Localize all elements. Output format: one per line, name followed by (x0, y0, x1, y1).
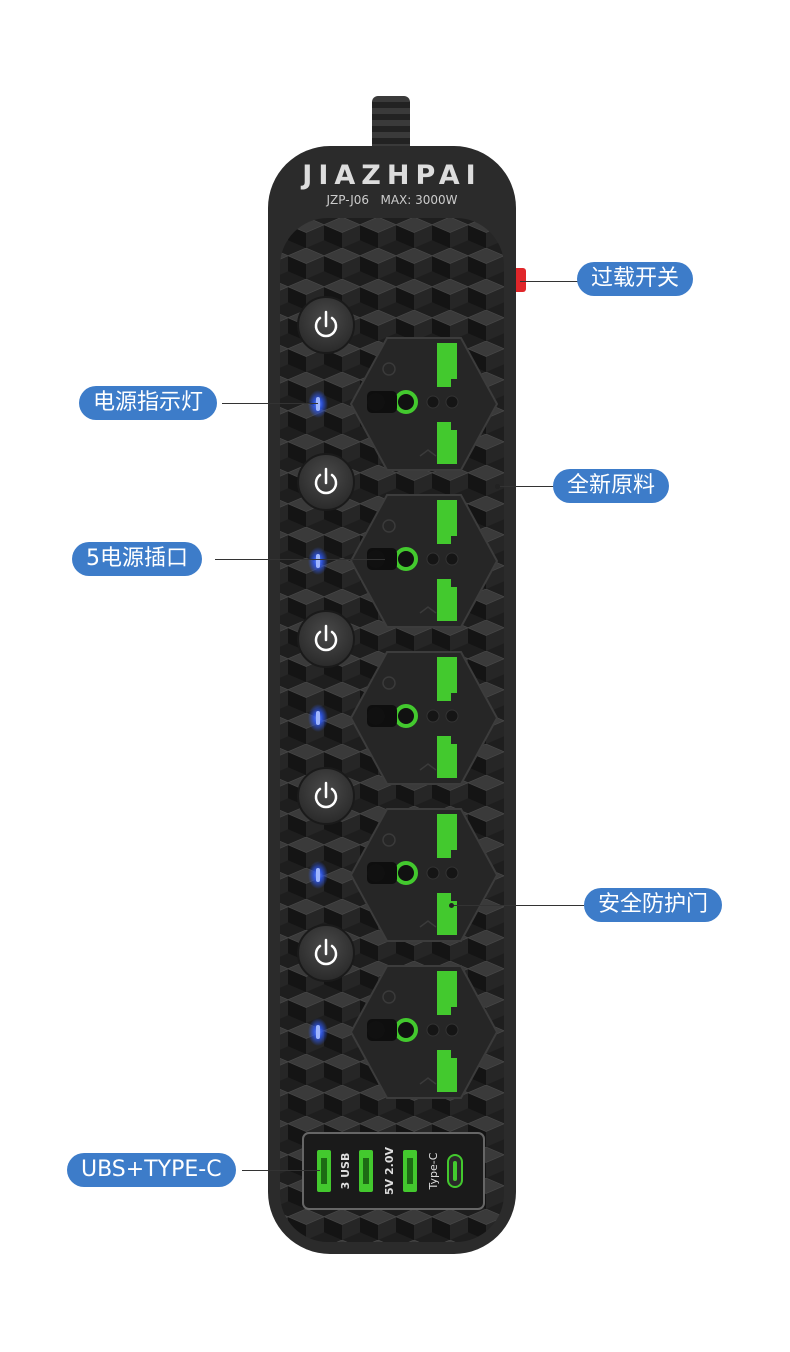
leader-indicator (222, 403, 318, 404)
callout-safety-door: 安全防护门 (584, 888, 723, 922)
socket-face (349, 494, 499, 628)
socket-shutter-bottom (437, 1050, 457, 1092)
socket-round-hole (394, 390, 418, 414)
callout-five-sockets: 5电源插口 (72, 542, 202, 576)
socket-shutter-top (437, 814, 457, 858)
socket-shutter-bottom (437, 736, 457, 778)
callout-power-indicator: 电源指示灯 (79, 386, 218, 420)
leader-usb (242, 1170, 320, 1171)
outlet-unit (297, 296, 499, 471)
outlet-unit (297, 767, 499, 942)
leader-sockets (215, 559, 385, 560)
brand-logo: JIAZHPAI (300, 160, 481, 191)
socket-shutter-bottom (437, 422, 457, 464)
led-indicator (316, 554, 320, 568)
callout-usb-typec: UBS+TYPE-C (67, 1153, 236, 1187)
socket-round-hole (394, 861, 418, 885)
socket-round-hole (394, 1018, 418, 1042)
usb-panel: 3 USB 5V 2.0V Type-C (302, 1132, 485, 1210)
outlet-unit (297, 610, 499, 785)
led-indicator (316, 711, 320, 725)
power-icon (314, 473, 338, 495)
socket-round-hole (394, 547, 418, 571)
socket-shutter-top (437, 500, 457, 544)
model-text: JZP-J06 MAX: 3000W (325, 193, 457, 207)
callout-new-material: 全新原料 (553, 469, 670, 503)
leader-material-dot (495, 484, 500, 489)
outlet-unit (297, 924, 499, 1099)
socket-face (349, 337, 499, 471)
socket-face (349, 965, 499, 1099)
leader-overload (520, 281, 578, 282)
socket-shutter-top (437, 657, 457, 701)
leader-safety-dot (449, 903, 454, 908)
socket-face (349, 651, 499, 785)
leader-material (498, 486, 554, 487)
usb-label: Type-C (427, 1152, 440, 1190)
power-cable (372, 96, 410, 156)
power-icon (314, 630, 338, 652)
usb-label: 5V 2.0V (383, 1147, 396, 1195)
leader-safety (452, 905, 584, 906)
socket-shutter-top (437, 971, 457, 1015)
power-icon (314, 787, 338, 809)
led-indicator (316, 397, 320, 411)
outlet-unit (297, 453, 499, 628)
led-indicator (316, 868, 320, 882)
socket-shutter-top (437, 343, 457, 387)
socket-round-hole (394, 704, 418, 728)
led-indicator (316, 1025, 320, 1039)
socket-shutter-bottom (437, 579, 457, 621)
socket-face (349, 808, 499, 942)
usb-label: 3 USB (339, 1153, 352, 1190)
power-icon (314, 944, 338, 966)
callout-overload-switch: 过载开关 (577, 262, 694, 296)
power-icon (314, 316, 338, 338)
